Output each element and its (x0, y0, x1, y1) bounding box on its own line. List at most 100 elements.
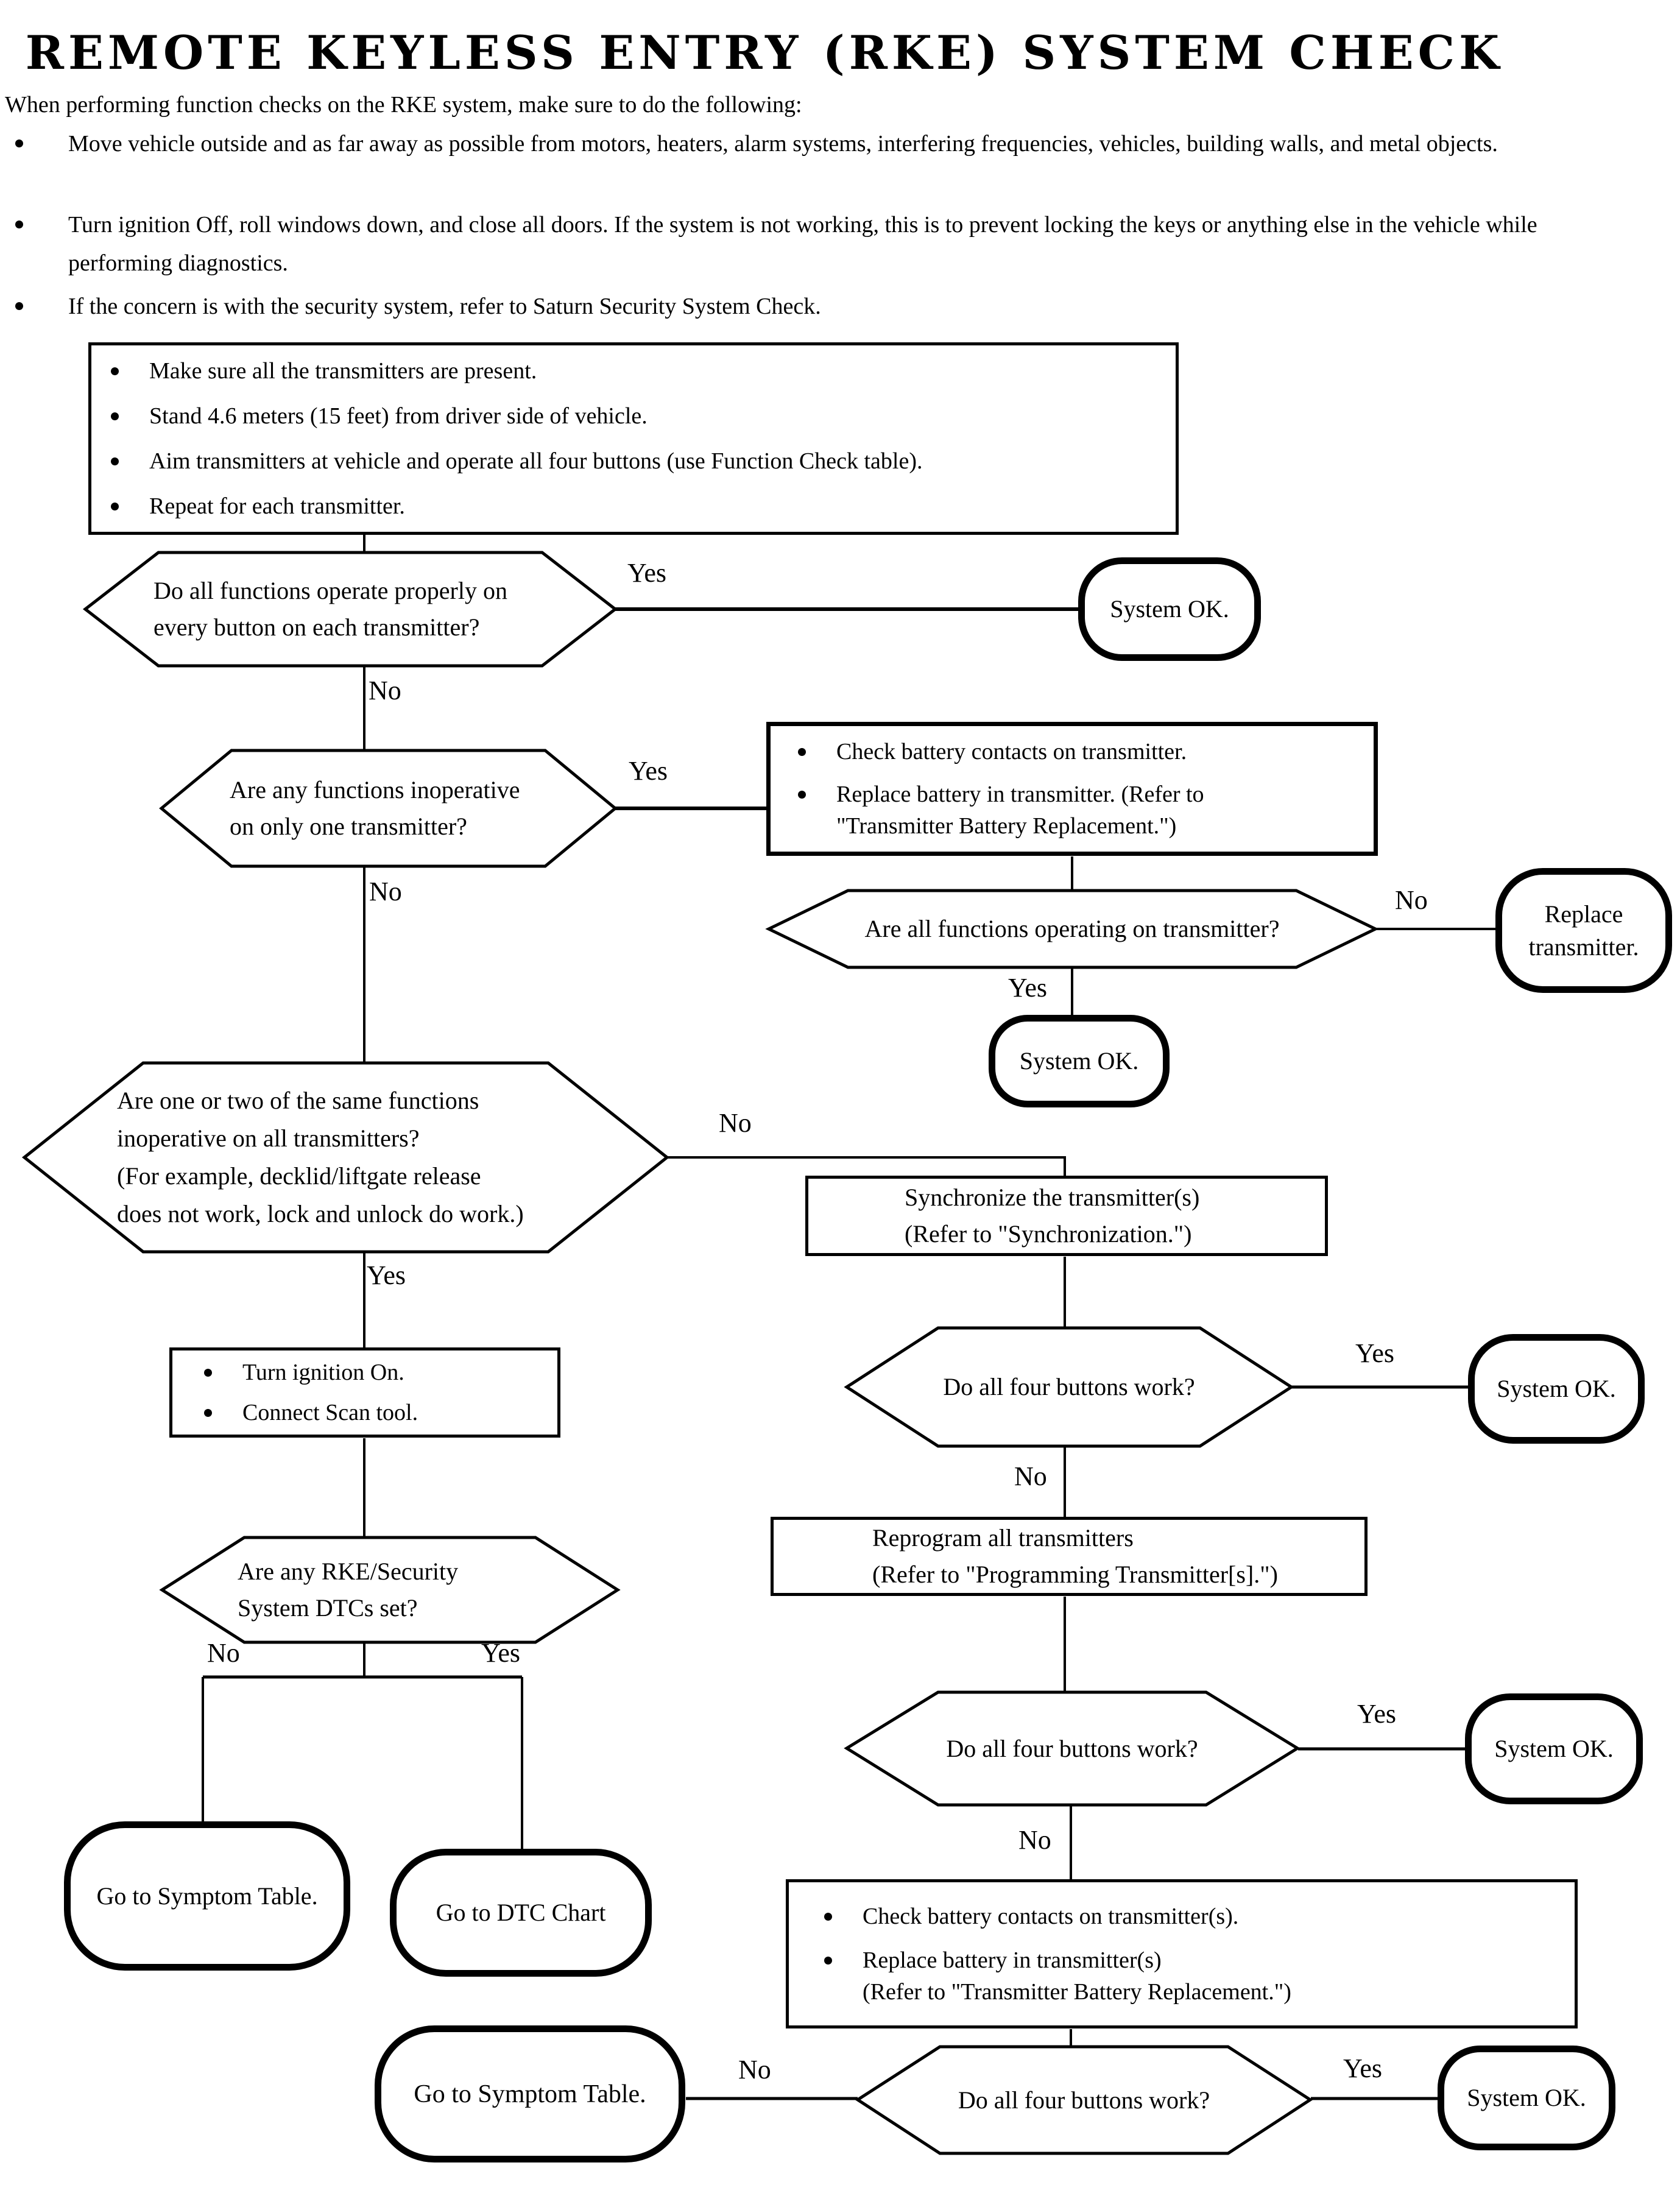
decision-text: inoperative on all transmitters? (117, 1124, 420, 1152)
terminal-text: System OK. (1019, 1047, 1139, 1075)
bullet-icon (111, 503, 119, 510)
edge-label-yes: Yes (1343, 2053, 1383, 2083)
bullet-icon (15, 139, 23, 147)
note-text: If the concern is with the security syst… (68, 294, 821, 319)
list-item: Turn ignition On. (204, 1357, 557, 1388)
list-item-text: Connect Scan tool. (242, 1400, 418, 1425)
terminal-system-ok-2: System OK. (989, 1015, 1170, 1107)
terminal-text: System OK. (1497, 1375, 1616, 1402)
terminal-system-ok-3: System OK. (1468, 1334, 1645, 1444)
decision-all-functions-all-transmitters: Do all functions operate properly on eve… (82, 551, 618, 668)
list-item: Check battery contacts on transmitter(s)… (824, 1901, 1575, 1932)
list-item: Check battery contacts on transmitter. (798, 736, 1374, 768)
edge-label-no: No (1395, 885, 1428, 915)
terminal-text: System OK. (1110, 595, 1229, 623)
edge-label-yes: Yes (481, 1638, 521, 1668)
terminal-text: Go to Symptom Table. (414, 2080, 646, 2108)
process-reprogram-transmitters: Reprogram all transmitters (Refer to "Pr… (771, 1517, 1368, 1596)
decision-four-buttons-work-2: Do all four buttons work? (844, 1690, 1301, 1807)
bullet-icon (204, 1409, 212, 1417)
edge-label-yes: Yes (1355, 1338, 1395, 1368)
terminal-system-ok-4: System OK. (1465, 1693, 1643, 1804)
terminal-text: System OK. (1467, 2084, 1586, 2111)
edge-label-yes: Yes (629, 756, 668, 786)
note-text: Turn ignition Off, roll windows down, an… (68, 212, 1537, 276)
terminal-text: Go to DTC Chart (436, 1899, 606, 1926)
list-item: Repeat for each transmitter. (111, 490, 1176, 522)
bullet-icon (111, 367, 119, 375)
terminal-go-to-dtc-chart: Go to DTC Chart (390, 1849, 652, 1977)
process-battery-all-transmitters: Check battery contacts on transmitter(s)… (786, 1879, 1578, 2028)
terminal-text: Replace (1544, 900, 1623, 928)
note-text: Move vehicle outside and as far away as … (68, 131, 1498, 157)
process-text: (Refer to "Synchronization.") (905, 1220, 1192, 1248)
decision-text: Are any RKE/Security (238, 1558, 459, 1585)
decision-inoperative-one-transmitter: Are any functions inoperative on only on… (159, 749, 618, 868)
terminal-go-to-symptom-table-2: Go to Symptom Table. (375, 2025, 685, 2162)
bullet-icon (15, 302, 23, 310)
edge-label-no: No (719, 1108, 752, 1138)
list-item-text: (Refer to "Transmitter Battery Replaceme… (863, 1979, 1291, 2005)
bullet-icon (111, 457, 119, 465)
list-item-text: Check battery contacts on transmitter(s)… (863, 1903, 1239, 1929)
page-title: REMOTE KEYLESS ENTRY (RKE) SYSTEM CHECK (25, 26, 1504, 80)
terminal-system-ok-5: System OK. (1438, 2046, 1615, 2150)
list-item-text: Replace battery in transmitter(s) (863, 1947, 1162, 1973)
list-item-text: Turn ignition On. (242, 1360, 404, 1385)
list-item-text: Check battery contacts on transmitter. (836, 739, 1187, 764)
list-item-text: Aim transmitters at vehicle and operate … (149, 448, 923, 474)
terminal-system-ok-1: System OK. (1078, 557, 1261, 661)
edge-label-no: No (369, 877, 402, 906)
note-item: Move vehicle outside and as far away as … (15, 125, 1628, 163)
edge-label-no: No (369, 676, 401, 705)
edge-label-no: No (207, 1638, 240, 1668)
bullet-icon (15, 221, 23, 228)
process-synchronize-transmitters: Synchronize the transmitter(s) (Refer to… (805, 1176, 1328, 1256)
process-text: (Refer to "Programming Transmitter[s].") (872, 1561, 1278, 1588)
process-text: Reprogram all transmitters (872, 1524, 1134, 1552)
decision-four-buttons-work-3: Do all four buttons work? (855, 2045, 1313, 2155)
list-item-text: Make sure all the transmitters are prese… (149, 358, 537, 384)
decision-text: Do all four buttons work? (958, 2086, 1210, 2114)
process-ignition-scan-tool: Turn ignition On. Connect Scan tool. (169, 1347, 560, 1438)
decision-four-buttons-work-1: Do all four buttons work? (844, 1326, 1294, 1448)
decision-text: Are one or two of the same functions (117, 1087, 479, 1114)
bullet-icon (824, 1956, 832, 1965)
edge-label-yes: Yes (1008, 973, 1048, 1003)
list-item-text: Stand 4.6 meters (15 feet) from driver s… (149, 403, 648, 429)
terminal-text: transmitter. (1528, 933, 1639, 961)
decision-text: (For example, decklid/liftgate release (117, 1162, 481, 1190)
edge-label-yes: Yes (367, 1260, 406, 1290)
list-item: Stand 4.6 meters (15 feet) from driver s… (111, 400, 1176, 432)
decision-text: Do all four buttons work? (943, 1373, 1195, 1400)
list-item-text: "Transmitter Battery Replacement.") (836, 813, 1177, 839)
decision-text: on only one transmitter? (230, 813, 467, 840)
terminal-replace-transmitter: Replace transmitter. (1495, 868, 1672, 993)
decision-text: every button on each transmitter? (154, 613, 480, 641)
decision-text: Do all four buttons work? (946, 1734, 1198, 1762)
intro-text: When performing function checks on the R… (5, 92, 802, 118)
list-item: Connect Scan tool. (204, 1397, 557, 1428)
list-item-text: Repeat for each transmitter. (149, 493, 405, 519)
edge-label-no: No (738, 2055, 771, 2085)
list-item: Make sure all the transmitters are prese… (111, 355, 1176, 387)
process-battery-one-transmitter: Check battery contacts on transmitter. R… (766, 722, 1378, 856)
decision-text: Are all functions operating on transmitt… (864, 915, 1280, 942)
list-item: Aim transmitters at vehicle and operate … (111, 445, 1176, 477)
list-item-text: Replace battery in transmitter. (Refer t… (836, 782, 1204, 807)
bullet-icon (204, 1369, 212, 1377)
decision-text: Do all functions operate properly on (154, 577, 507, 604)
terminal-go-to-symptom-table-1: Go to Symptom Table. (64, 1821, 350, 1971)
decision-same-functions-all-transmitters: Are one or two of the same functions ino… (21, 1061, 670, 1254)
process-function-check-setup: Make sure all the transmitters are prese… (88, 342, 1179, 535)
list-item: Replace battery in transmitter. (Refer t… (798, 778, 1374, 842)
edge-label-yes: Yes (1357, 1699, 1397, 1729)
decision-rke-security-dtcs-set: Are any RKE/Security System DTCs set? (159, 1536, 621, 1644)
note-item: If the concern is with the security syst… (15, 288, 1628, 326)
list-item: Replace battery in transmitter(s) (Refer… (824, 1944, 1575, 2008)
bullet-icon (111, 412, 119, 420)
edge-label-no: No (1018, 1825, 1051, 1855)
note-item: Turn ignition Off, roll windows down, an… (15, 206, 1628, 283)
